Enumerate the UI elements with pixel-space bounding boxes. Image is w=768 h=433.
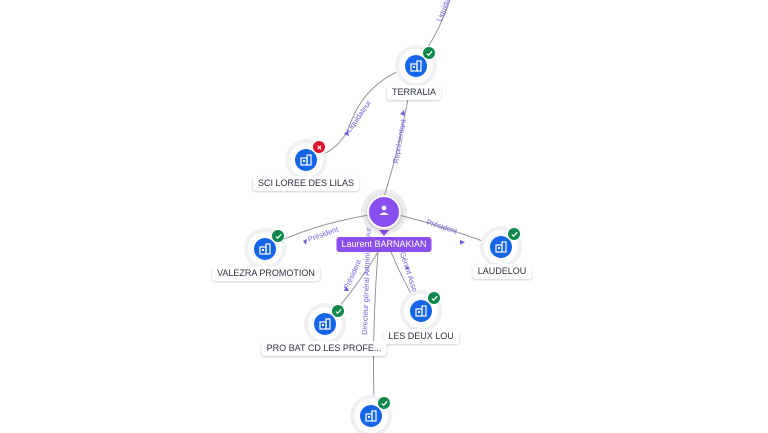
check-icon	[422, 46, 436, 60]
company-node-laudelou[interactable]	[484, 227, 521, 264]
company-label-valezra-promotion[interactable]: VALEZRA PROMOTION	[212, 266, 320, 281]
edge-label-liquidateur: Liquidateur	[344, 98, 373, 134]
building-icon	[314, 313, 336, 335]
edge-label-president-valezra: Président	[307, 224, 341, 244]
company-label-pro-bat-cd[interactable]: PRO BAT CD LES PROFE...	[261, 341, 387, 356]
company-label-laudelou[interactable]: LAUDELOU	[472, 264, 532, 279]
user-icon	[378, 203, 390, 221]
arrow-icon	[344, 286, 349, 291]
edge-label-liquidat: Liquidat	[435, 0, 454, 23]
building-icon	[295, 149, 317, 171]
company-node-les-deux-lou[interactable]	[404, 291, 441, 328]
building-icon	[405, 55, 427, 77]
arrow-icon	[406, 266, 410, 270]
arrow-icon	[400, 110, 405, 116]
edge-label-president-laudelou: Président	[425, 217, 459, 236]
arrow-icon	[303, 239, 307, 245]
edge-person-terralia	[383, 68, 414, 198]
person-node[interactable]	[367, 195, 401, 229]
company-label-sci-loree-des-lilas[interactable]: SCI LOREE DES LILAS	[252, 176, 360, 191]
edge-label-president-probat: Président	[342, 257, 364, 290]
company-label-les-deux-lou[interactable]: LES DEUX LOU	[383, 329, 459, 344]
check-icon	[271, 229, 285, 243]
company-node-valezra-promotion[interactable]	[248, 229, 285, 266]
building-icon	[254, 238, 276, 260]
building-icon	[490, 236, 512, 258]
company-node-sci-loree-des-lilas[interactable]	[289, 140, 326, 177]
edge-label-representant: Représentant	[391, 118, 408, 165]
cross-icon	[312, 140, 326, 154]
company-node-pro-bat-cd[interactable]	[308, 304, 345, 341]
building-icon	[360, 405, 382, 427]
edge-terralia-sci-loree	[304, 68, 405, 161]
check-icon	[507, 227, 521, 241]
person-name-label[interactable]: Laurent BARNAKIAN	[336, 237, 432, 252]
arrow-icon	[460, 240, 465, 245]
arrow-icon	[344, 130, 349, 136]
company-node-bottom[interactable]	[354, 396, 391, 433]
check-icon	[331, 304, 345, 318]
edge-label-directeur-general: Directeur général Administrateur	[360, 227, 373, 335]
check-icon	[427, 291, 441, 305]
company-node-terralia[interactable]	[399, 46, 436, 83]
building-icon	[410, 300, 432, 322]
person-pin	[379, 230, 389, 236]
company-label-terralia[interactable]: TERRALIA	[386, 85, 442, 100]
check-icon	[377, 396, 391, 410]
edge-person-bottom	[373, 251, 379, 401]
